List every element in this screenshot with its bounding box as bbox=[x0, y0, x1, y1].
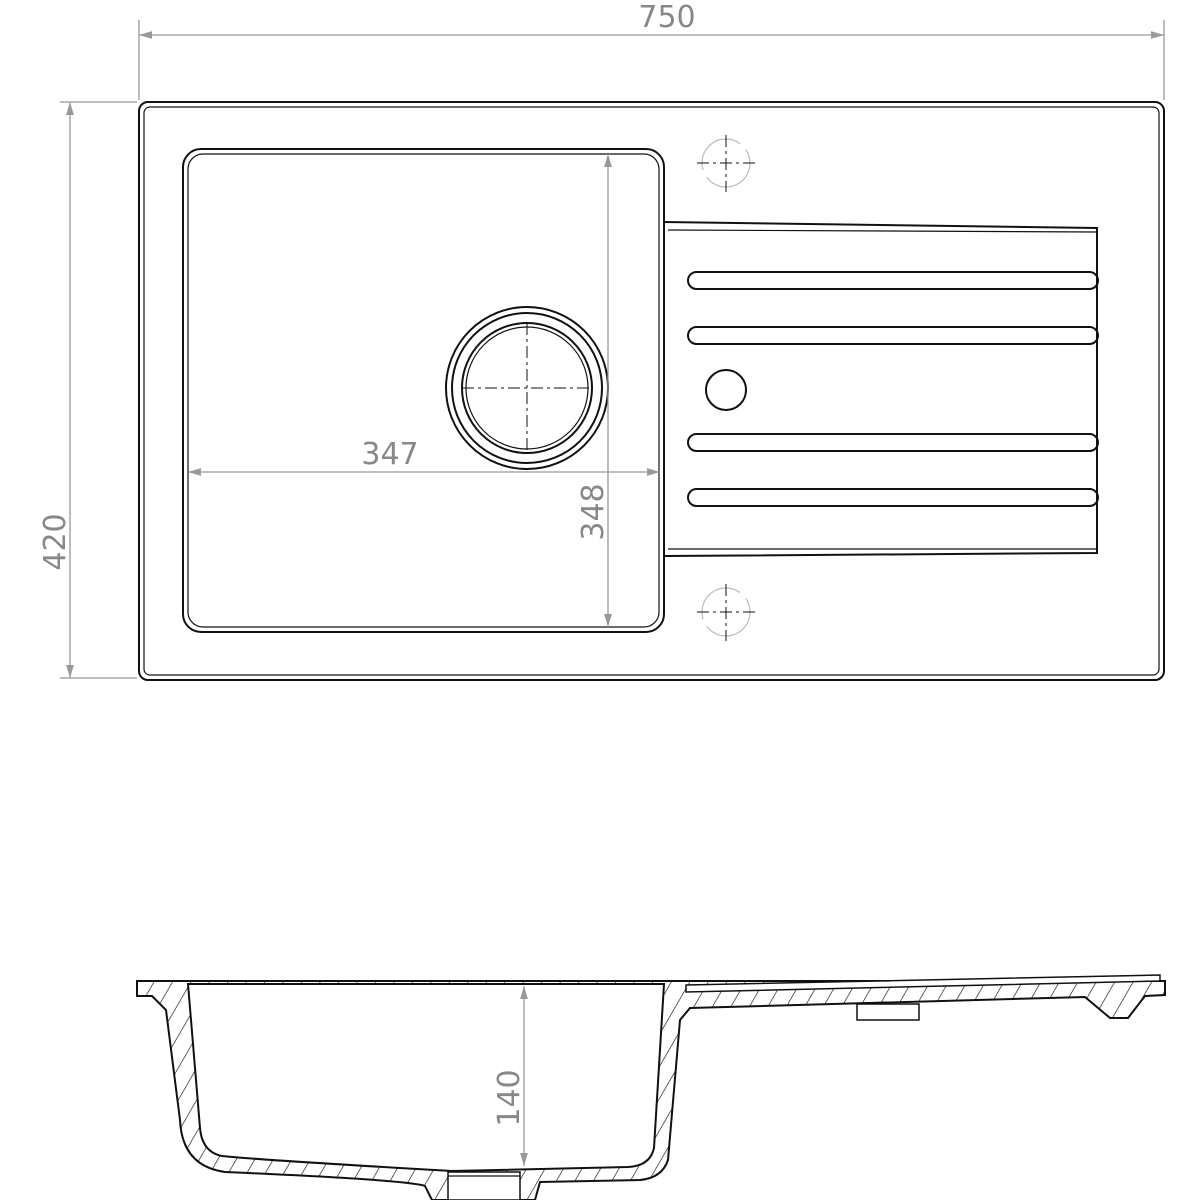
bowl-depth-label: 140 bbox=[492, 1069, 527, 1126]
dimension-overall-width: 750 bbox=[138, 0, 1165, 100]
section-view: 140 bbox=[136, 974, 1166, 1200]
overall-width-label: 750 bbox=[638, 0, 695, 35]
drainer-groove bbox=[687, 271, 1099, 290]
drainer-groove bbox=[687, 433, 1099, 452]
bowl-outline bbox=[182, 148, 665, 633]
tap-hole-marker bbox=[697, 135, 755, 192]
dimension-bowl-width: 347 bbox=[188, 437, 660, 476]
drain-outlet bbox=[445, 306, 609, 470]
top-view: 347 348 bbox=[138, 101, 1165, 681]
dimension-bowl-depth: 140 bbox=[492, 986, 528, 1166]
sink-outline bbox=[138, 101, 1165, 681]
bowl-cavity bbox=[186, 983, 666, 1173]
drainer-groove bbox=[687, 326, 1099, 345]
overflow-hole bbox=[705, 369, 747, 411]
drain-slot bbox=[447, 1171, 521, 1200]
overflow-connector bbox=[856, 1003, 920, 1021]
overall-depth-label: 420 bbox=[38, 513, 73, 570]
dimension-bowl-length: 348 bbox=[576, 154, 612, 627]
tap-hole-marker bbox=[697, 584, 755, 641]
bowl-length-label: 348 bbox=[576, 483, 611, 540]
drainer-groove bbox=[687, 488, 1099, 507]
bowl-width-label: 347 bbox=[361, 437, 418, 472]
dimension-overall-depth: 420 bbox=[38, 101, 137, 679]
drainer bbox=[663, 221, 1099, 557]
